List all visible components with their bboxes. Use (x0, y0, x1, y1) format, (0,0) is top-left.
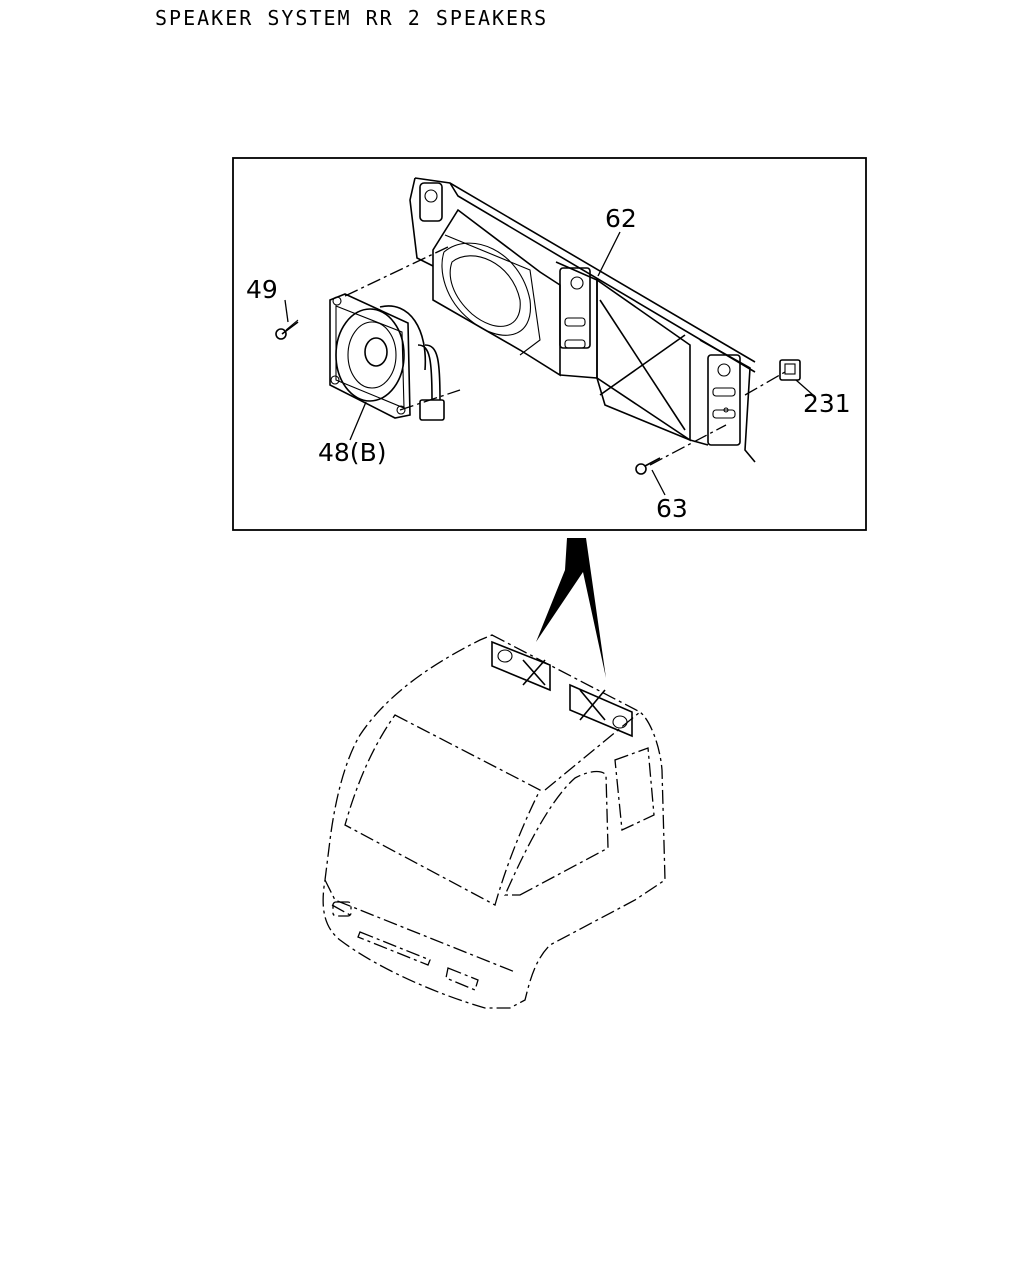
page-title: SPEAKER SYSTEM RR 2 SPEAKERS (155, 6, 549, 30)
callout-231: 231 (803, 389, 851, 418)
roof-speakers (491, 640, 633, 738)
speaker-bracket (409, 177, 756, 463)
callout-49: 49 (246, 275, 278, 304)
callout-63: 63 (656, 494, 688, 523)
clip-231 (779, 359, 801, 381)
screw-63 (635, 457, 661, 475)
truck-cab (322, 634, 666, 1009)
detail-pointer (536, 538, 606, 678)
callout-48b: 48(B) (318, 438, 386, 467)
detail-frame (232, 157, 867, 531)
callout-62: 62 (605, 204, 637, 233)
screw-49 (275, 319, 299, 340)
